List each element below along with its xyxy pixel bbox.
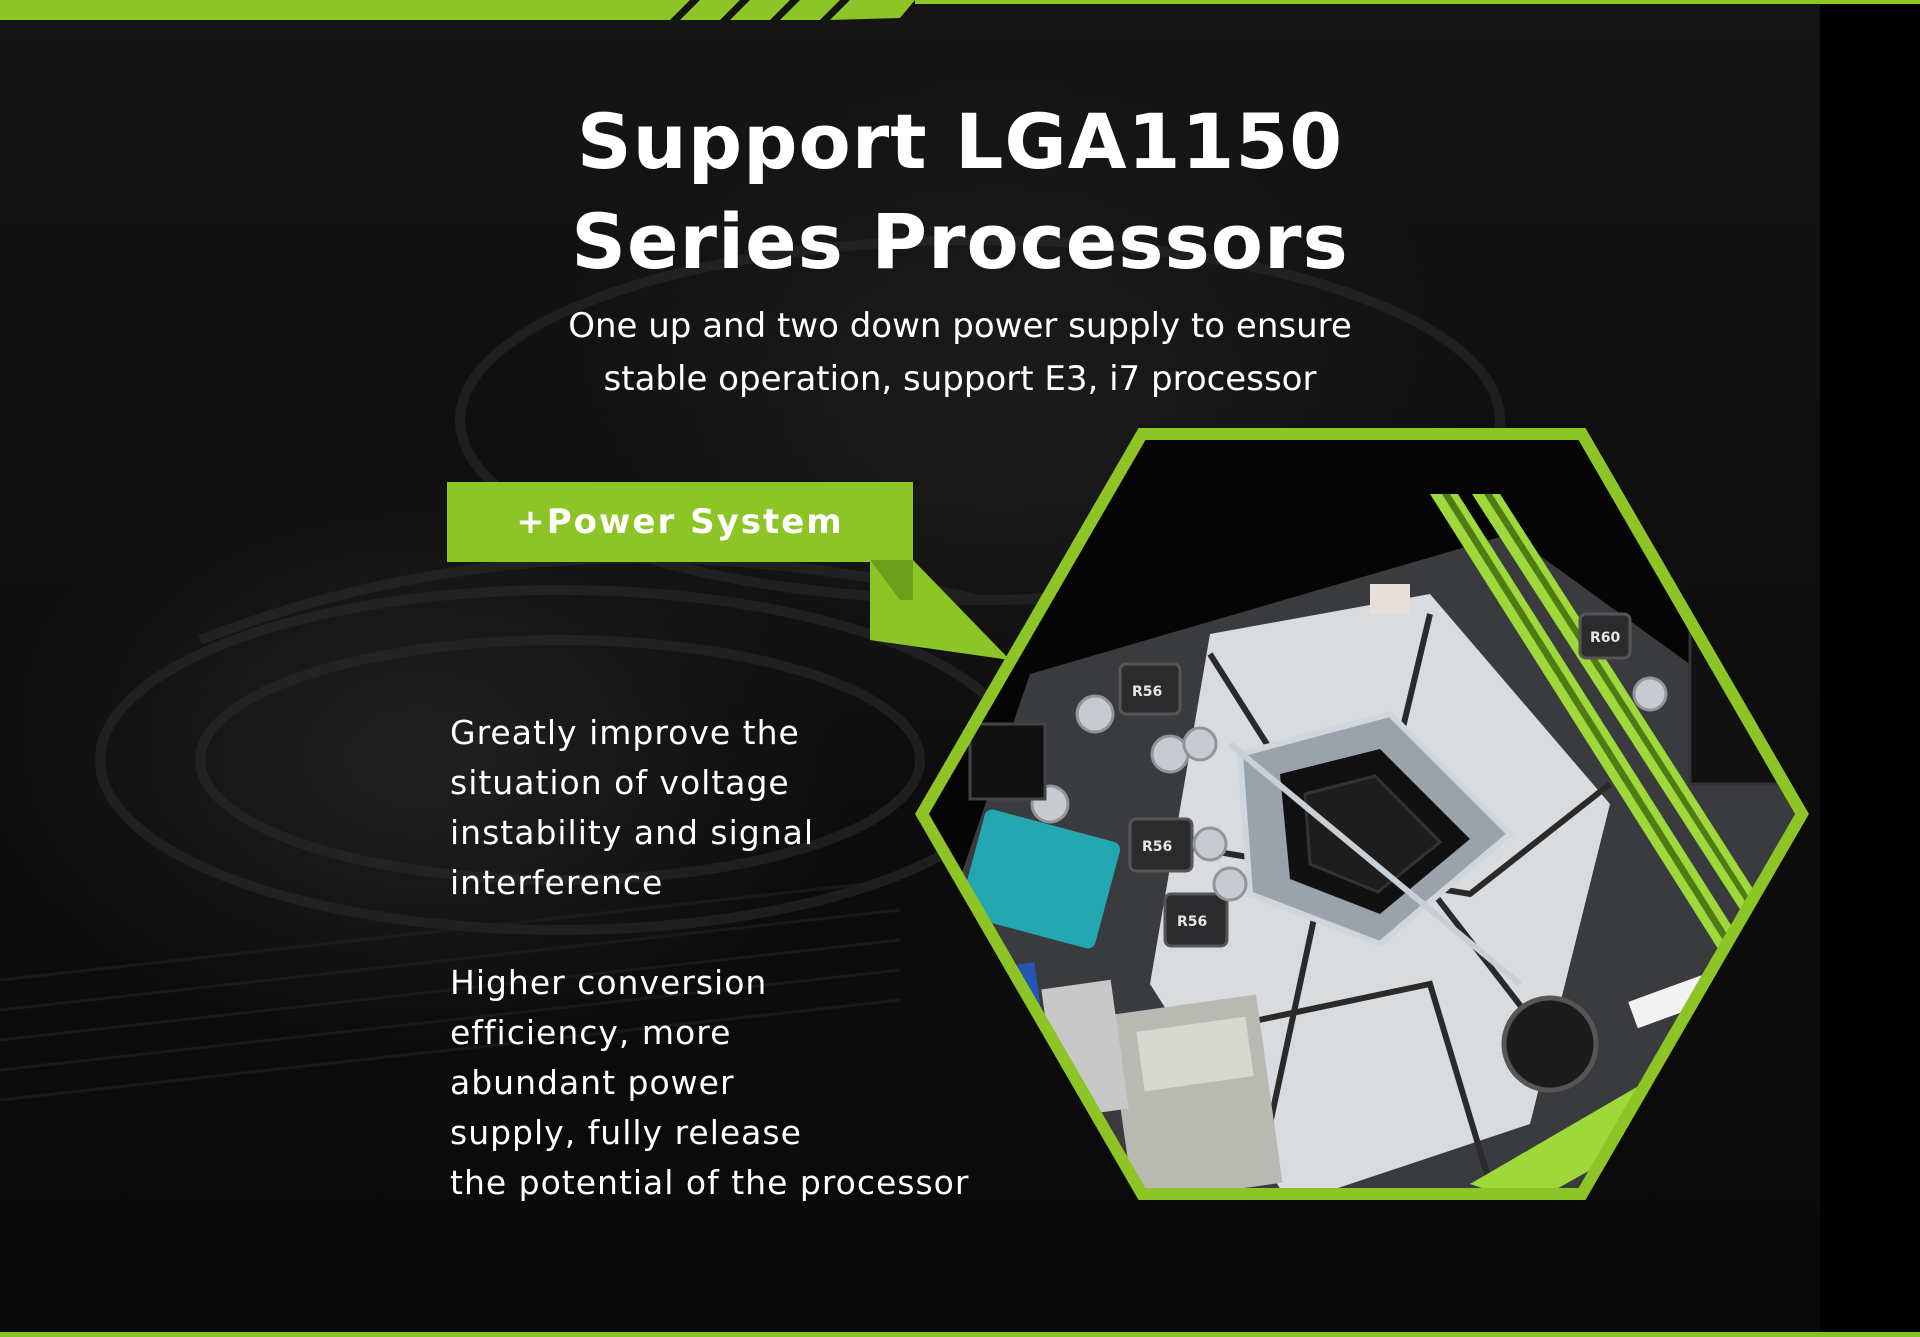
feature-2-line: supply, fully release xyxy=(450,1113,802,1152)
power-system-tag: +Power System xyxy=(447,482,913,562)
feature-2-line: abundant power xyxy=(450,1063,735,1102)
feature-1-line: instability and signal xyxy=(450,813,815,852)
page-title: Support LGA1150 Series Processors xyxy=(460,92,1460,292)
top-accent-bar xyxy=(0,0,1920,20)
feature-2-line: the potential of the processor xyxy=(450,1163,970,1202)
page-subtitle: One up and two down power supply to ensu… xyxy=(460,300,1460,406)
feature-2-line: Higher conversion xyxy=(450,963,768,1002)
board-label: R56 xyxy=(1177,914,1207,930)
title-line-1: Support LGA1150 xyxy=(576,97,1344,186)
right-edge-panel xyxy=(1820,0,1920,1337)
motherboard-image: R56 R56 R56 R60 xyxy=(915,428,1809,1200)
feature-1-line: situation of voltage xyxy=(450,763,790,802)
board-label: R60 xyxy=(1590,630,1621,646)
feature-1-line: interference xyxy=(450,863,664,902)
board-label: R56 xyxy=(1132,684,1162,700)
bottom-accent-line xyxy=(0,1332,1920,1337)
feature-paragraph-1: Greatly improve the situation of voltage… xyxy=(450,708,1010,908)
feature-description: Greatly improve the situation of voltage… xyxy=(450,708,1010,1258)
subtitle-line-2: stable operation, support E3, i7 process… xyxy=(603,359,1317,399)
tag-pointer xyxy=(870,560,1010,660)
feature-1-line: Greatly improve the xyxy=(450,713,800,752)
subtitle-line-1: One up and two down power supply to ensu… xyxy=(568,306,1352,346)
power-system-tag-label: +Power System xyxy=(516,502,844,542)
board-label: R56 xyxy=(1142,839,1172,855)
feature-paragraph-2: Higher conversion efficiency, more abund… xyxy=(450,958,1010,1208)
feature-2-line: efficiency, more xyxy=(450,1013,732,1052)
title-line-2: Series Processors xyxy=(571,197,1349,286)
